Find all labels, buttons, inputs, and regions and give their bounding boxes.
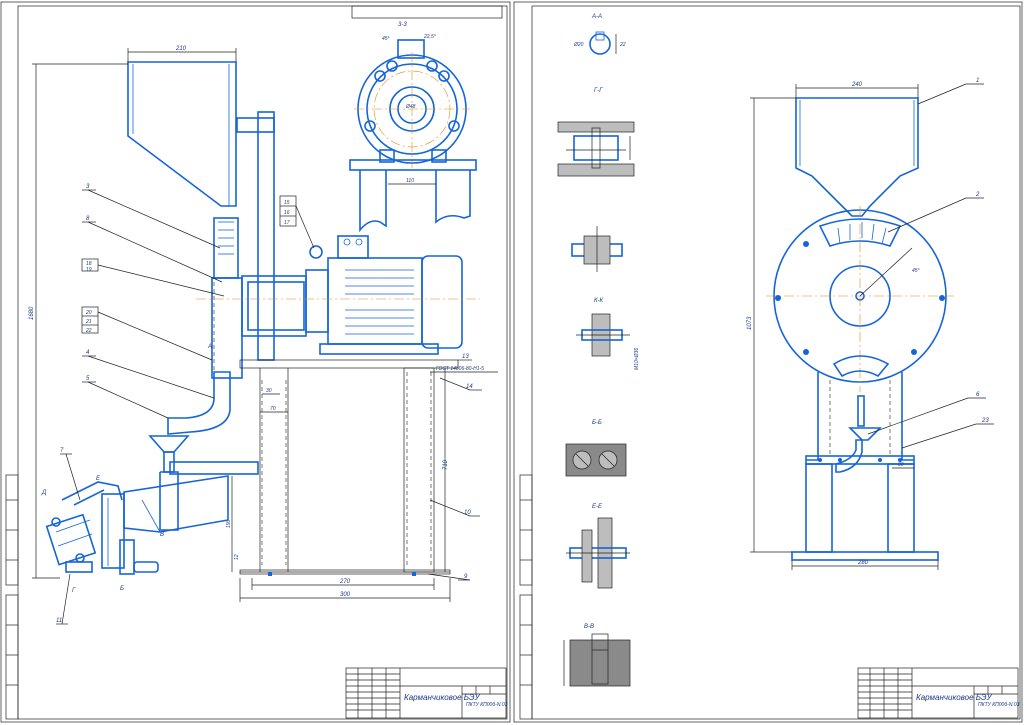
sheet-1-margin-strip-bottom	[5, 594, 19, 720]
sheet-1-assembly-drawing: 210	[0, 1, 511, 723]
view-letter-a: А	[207, 344, 212, 350]
dim-shaft: Ø20	[573, 42, 584, 48]
dim-small-h: 12	[234, 554, 240, 560]
callout-4: 4	[86, 350, 90, 356]
drum-housing-side	[211, 277, 243, 379]
callout-11: 11	[56, 618, 62, 624]
section-k-k-label: К-К	[594, 298, 604, 304]
sheet-2-sections-drawing: А-А Ø20 22 Г-Г К-К	[513, 1, 1023, 723]
view-letter-e: Е	[96, 476, 101, 482]
section-e-e-label: Е-Е	[592, 504, 603, 510]
sheet-1-title-block: Карманчиковое БЭУ ПКТУ КП00б-N.03	[345, 667, 508, 719]
callout-6: 6	[976, 392, 980, 398]
section-a-a-label: А-А	[591, 14, 602, 20]
section-g-g: Г-Г	[557, 88, 635, 177]
section-g-g-label: Г-Г	[594, 88, 603, 94]
motor-terminal-box	[337, 235, 369, 259]
sheet-1-code: ПКТУ КП00б-N.03	[466, 702, 508, 708]
standard-note: ГОСТ 14806-80-Н1-5	[436, 366, 484, 372]
section-a-a: А-А Ø20 22	[573, 14, 626, 55]
sheet-2-inner-frame	[531, 5, 1021, 720]
clamp-mechanism	[45, 481, 123, 573]
callout-20: 20	[85, 310, 92, 316]
frame-leg-right	[403, 367, 435, 573]
dim-pulley-dia: Ø48	[405, 104, 416, 110]
dim-frame-width-b: 300	[340, 592, 351, 598]
section-b-b: Б-Б	[565, 420, 627, 477]
funnel	[148, 435, 190, 453]
hopper	[127, 61, 237, 207]
callout-17: 17	[284, 220, 290, 226]
section-e-e: Е-Е	[566, 504, 630, 589]
callout-7: 7	[60, 448, 64, 454]
dim-frame-height: 710	[443, 459, 449, 470]
dim-frame-width-a: 270	[339, 579, 351, 585]
view-letter-d: Д	[41, 490, 47, 496]
dim-drum-angle: 45°	[912, 268, 920, 274]
callout-13: 13	[462, 354, 469, 360]
support-post	[257, 111, 275, 361]
sheet-1-title: Карманчиковое БЭУ	[404, 693, 480, 702]
sheet-2-title-block: Карманчиковое БЭУ ПКТУ КП00б-N.03	[857, 667, 1020, 719]
section-k-k: К-К М10×Ø36	[576, 298, 640, 370]
sheet-1-outer-border	[0, 1, 511, 723]
dim-front-offset: 30	[898, 462, 904, 468]
bolt-detail-view	[571, 226, 623, 272]
dim-offset-b: 30	[266, 388, 272, 394]
front-base-plate	[791, 551, 939, 561]
bag-holder-bracket	[123, 475, 229, 533]
callout-9: 9	[464, 574, 468, 580]
dim-lower-height: 190	[226, 519, 232, 528]
sheet-2-code: ПКТУ КП00б-N.03	[978, 702, 1020, 708]
frame-top-plate	[239, 359, 459, 369]
callout-8: 8	[86, 216, 90, 222]
callout-18: 18	[86, 261, 92, 267]
section-3-3: 3-3 45° 22,5° Ø48 110	[349, 22, 477, 233]
callout-23: 23	[981, 418, 989, 424]
dim-front-hopper-width: 240	[851, 82, 863, 88]
electric-motor	[319, 235, 463, 355]
sheet-1-corner-code-box	[351, 5, 503, 19]
front-view: 240 45°	[747, 78, 994, 570]
callout-15: 15	[284, 200, 290, 206]
dim-front-height: 1073	[747, 316, 753, 330]
coupling	[305, 269, 329, 333]
dim-motor-base: 110	[406, 178, 414, 184]
view-letter-b: Б	[120, 586, 124, 592]
callout-16: 16	[284, 210, 290, 216]
callout-21: 21	[85, 319, 92, 325]
front-hopper	[795, 97, 919, 217]
callout-5: 5	[86, 376, 90, 382]
sheet-2-title: Карманчиковое БЭУ	[916, 693, 992, 702]
sheet-2-outer-border	[513, 1, 1023, 723]
callout-2: 2	[975, 192, 980, 198]
dim-angle-2: 22,5°	[423, 34, 436, 40]
section-b-b-label: Б-Б	[592, 420, 602, 426]
dim-offset-a: 70	[270, 406, 276, 412]
feeder-housing	[213, 217, 239, 279]
section-3-3-label: 3-3	[398, 22, 407, 28]
section-v-v-label: В-В	[584, 624, 594, 630]
section-3-3-inlet	[397, 39, 425, 59]
callout-14: 14	[466, 384, 473, 390]
view-letter-g: Г	[72, 588, 76, 594]
callout-10: 10	[464, 510, 471, 516]
dim-angle-1: 45°	[382, 36, 390, 42]
callout-3: 3	[86, 184, 90, 190]
section-v-v: В-В	[563, 624, 631, 687]
sheet-1-inner-frame	[17, 5, 508, 720]
view-letter-v: В	[160, 532, 164, 538]
callout-1: 1	[976, 78, 979, 84]
callout-22: 22	[85, 328, 92, 334]
dim-thread: М10×Ø36	[634, 348, 640, 370]
dim-key: 22	[619, 42, 626, 48]
callout-19: 19	[86, 267, 92, 273]
dim-base-width: 280	[857, 560, 869, 566]
discharge-chute	[167, 371, 231, 435]
bolt-15	[309, 245, 323, 259]
dim-hopper-width: 210	[175, 46, 187, 52]
dim-overall-height: 1680	[29, 306, 35, 320]
